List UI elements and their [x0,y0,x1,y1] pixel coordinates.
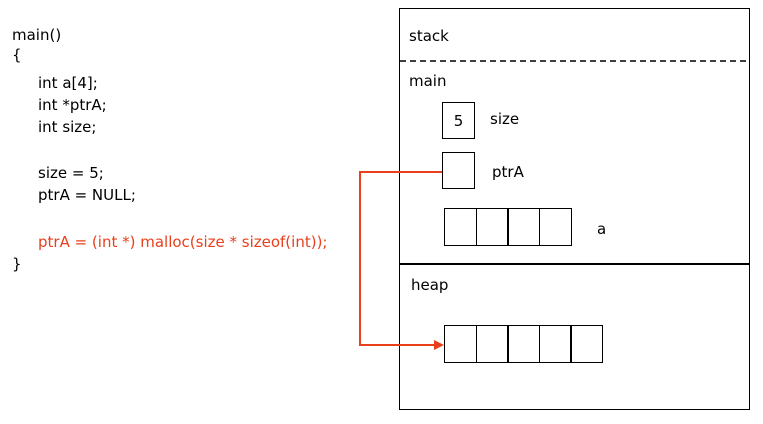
array-cell [475,208,509,246]
size-box: 5 [442,102,475,139]
heap-cell [507,325,540,363]
stack-label: stack [409,27,449,45]
heap-cell [475,325,509,363]
heap-label: heap [411,276,449,294]
code-line-open-brace: { [12,46,22,64]
array-cell [538,208,572,246]
ptr-box [442,152,475,189]
heap-cell [444,325,477,363]
code-line-assign-null: ptrA = NULL; [38,186,136,204]
array-label: a [597,220,607,238]
heap-cell [570,325,603,363]
size-label: size [490,110,520,128]
code-line-main: main() [12,26,62,44]
array-cell [444,208,477,246]
ptr-label: ptrA [492,163,524,181]
heap-cell [538,325,572,363]
code-line-decl-ptr: int *ptrA; [38,96,107,114]
code-line-malloc: ptrA = (int *) malloc(size * sizeof(int)… [38,233,328,251]
heap-array [444,325,603,363]
code-line-decl-size: int size; [38,118,97,136]
code-line-close-brace: } [12,255,22,273]
array-cell [507,208,540,246]
code-line-assign-size: size = 5; [38,164,104,182]
size-value: 5 [453,111,464,130]
array-a [444,208,572,246]
main-frame-label: main [409,72,447,90]
code-line-decl-a: int a[4]; [38,74,98,92]
